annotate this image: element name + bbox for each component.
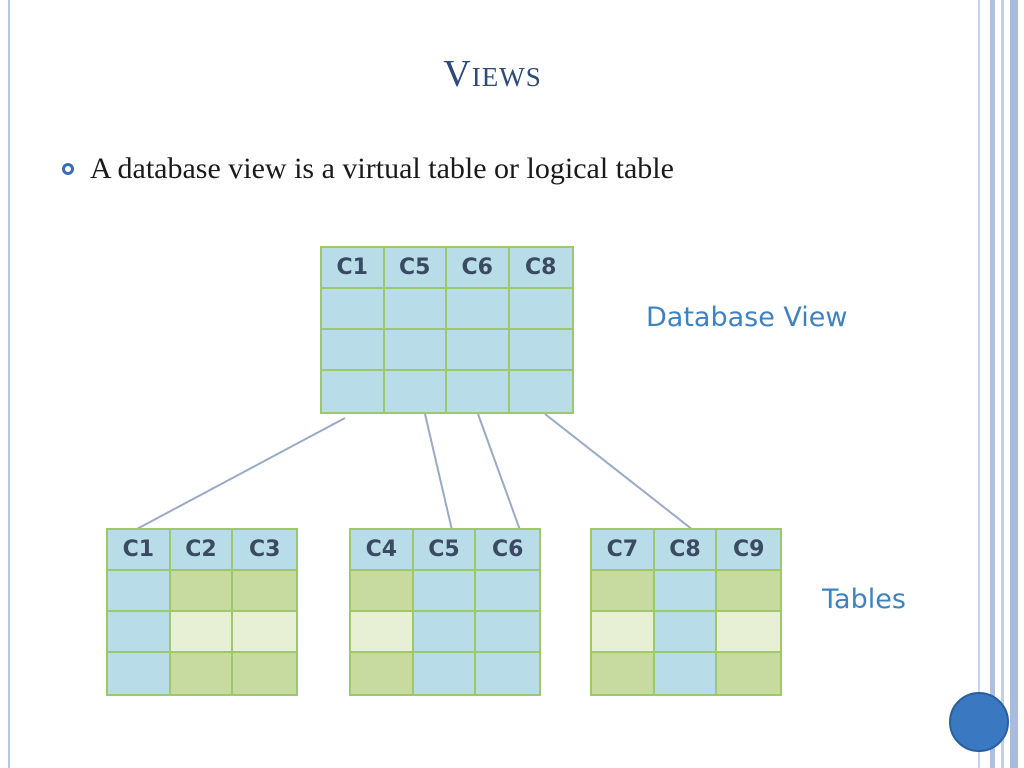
connector-line (477, 413, 521, 531)
table-cell (717, 653, 780, 694)
table-cell (476, 653, 539, 694)
column-header: C5 (384, 248, 447, 289)
table-cell (592, 571, 655, 612)
table-cell (654, 571, 718, 612)
table-cell (413, 653, 477, 694)
column-header: C8 (509, 248, 572, 289)
connector-line (134, 417, 346, 531)
column-header: C6 (447, 248, 510, 289)
column-header: C3 (233, 530, 296, 571)
table-cell (384, 330, 447, 371)
column-header: C1 (322, 248, 385, 289)
table-cell (170, 653, 234, 694)
connector-line (544, 413, 694, 531)
table-cell (447, 330, 510, 371)
table-cell (322, 330, 385, 371)
table-cell (322, 289, 385, 330)
table-cell (233, 653, 296, 694)
table-cell (447, 371, 510, 412)
table-cell (108, 612, 171, 653)
bullet-ring-icon (62, 163, 74, 175)
column-header: C1 (108, 530, 171, 571)
column-header: C5 (413, 530, 477, 571)
bullet-text: A database view is a virtual table or lo… (90, 152, 674, 185)
table-cell (170, 612, 234, 653)
table-cell (384, 289, 447, 330)
connector-line (424, 413, 453, 531)
bullet-item: A database view is a virtual table or lo… (62, 152, 674, 186)
table-cell (351, 571, 414, 612)
table-cell (108, 571, 171, 612)
table-cell (717, 612, 780, 653)
table-cell (322, 371, 385, 412)
table-cell (476, 571, 539, 612)
table-cell (592, 612, 655, 653)
connector-lines (134, 413, 694, 531)
database-view-label: Database View (646, 302, 848, 333)
slide-frame-left (8, 0, 10, 768)
table-cell (351, 612, 414, 653)
table-cell (413, 571, 477, 612)
column-header: C9 (717, 530, 780, 571)
table-cell (592, 653, 655, 694)
table-cell (170, 571, 234, 612)
table-cell (413, 612, 477, 653)
table-cell (654, 653, 718, 694)
column-header: C6 (476, 530, 539, 571)
table-cell (351, 653, 414, 694)
table-cell (233, 571, 296, 612)
column-header: C8 (654, 530, 718, 571)
column-header: C4 (351, 530, 414, 571)
table-cell (654, 612, 718, 653)
slide-title: Views (443, 53, 542, 95)
table-cell (717, 571, 780, 612)
table-cell (509, 330, 572, 371)
table-cell (233, 612, 296, 653)
slide-nav-button[interactable] (949, 692, 1009, 752)
table-cell (384, 371, 447, 412)
table-cell (509, 371, 572, 412)
table-cell (476, 612, 539, 653)
column-header: C2 (170, 530, 234, 571)
tables-label: Tables (822, 584, 906, 615)
table-cell (447, 289, 510, 330)
column-header: C7 (592, 530, 655, 571)
table-cell (509, 289, 572, 330)
table-cell (108, 653, 171, 694)
